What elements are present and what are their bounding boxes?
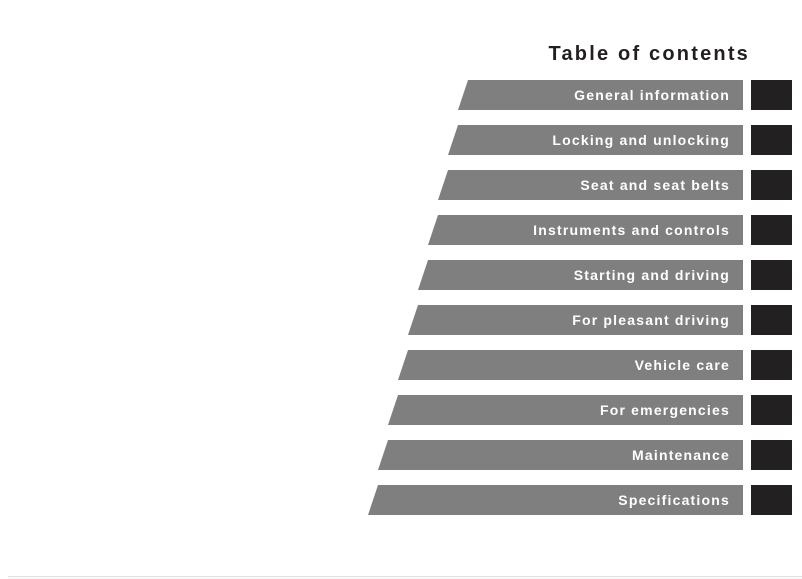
toc-item-label: Seat and seat belts xyxy=(580,177,730,193)
chapter-tab-marker xyxy=(751,350,792,380)
toc-item-for-emergencies[interactable]: For emergencies xyxy=(0,395,802,425)
toc-bar[interactable]: For pleasant driving xyxy=(408,305,743,335)
toc-item-starting-and-driving[interactable]: Starting and driving xyxy=(0,260,802,290)
chapter-tab-marker xyxy=(751,80,792,110)
toc-bar[interactable]: Starting and driving xyxy=(418,260,743,290)
chapter-tab-marker xyxy=(751,125,792,155)
chapter-tab-marker xyxy=(751,395,792,425)
toc-bar[interactable]: Maintenance xyxy=(378,440,743,470)
toc-item-maintenance[interactable]: Maintenance xyxy=(0,440,802,470)
chapter-tab-marker xyxy=(751,440,792,470)
toc-item-specifications[interactable]: Specifications xyxy=(0,485,802,515)
toc-bar[interactable]: Instruments and controls xyxy=(428,215,743,245)
chapter-tab-marker xyxy=(751,170,792,200)
toc-bar[interactable]: General information xyxy=(458,80,743,110)
toc-bar[interactable]: For emergencies xyxy=(388,395,743,425)
toc-item-label: For emergencies xyxy=(599,402,730,418)
toc-item-label: Maintenance xyxy=(632,447,730,463)
chapter-tab-marker xyxy=(751,305,792,335)
toc-item-locking-and-unlocking[interactable]: Locking and unlocking xyxy=(0,125,802,155)
toc-item-seat-and-seat-belts[interactable]: Seat and seat belts xyxy=(0,170,802,200)
toc-item-label: Specifications xyxy=(618,492,730,508)
toc-bar[interactable]: Specifications xyxy=(368,485,743,515)
chapter-tab-marker xyxy=(751,260,792,290)
toc-item-instruments-and-controls[interactable]: Instruments and controls xyxy=(0,215,802,245)
toc-bar[interactable]: Seat and seat belts xyxy=(438,170,743,200)
toc-item-label: Vehicle care xyxy=(634,357,730,373)
page-bottom-divider xyxy=(8,576,802,579)
chapter-tab-marker xyxy=(751,485,792,515)
toc-bar[interactable]: Locking and unlocking xyxy=(448,125,743,155)
toc-item-for-pleasant-driving[interactable]: For pleasant driving xyxy=(0,305,802,335)
page-title: Table of contents xyxy=(548,43,750,65)
toc-item-general-information[interactable]: General information xyxy=(0,80,802,110)
toc-item-vehicle-care[interactable]: Vehicle care xyxy=(0,350,802,380)
toc-item-label: Locking and unlocking xyxy=(552,132,730,148)
toc-bar[interactable]: Vehicle care xyxy=(398,350,743,380)
toc-item-label: General information xyxy=(574,87,730,103)
chapter-tab-marker xyxy=(751,215,792,245)
toc-item-label: Instruments and controls xyxy=(533,222,730,238)
toc-item-label: For pleasant driving xyxy=(572,312,730,328)
toc-item-label: Starting and driving xyxy=(573,267,730,283)
